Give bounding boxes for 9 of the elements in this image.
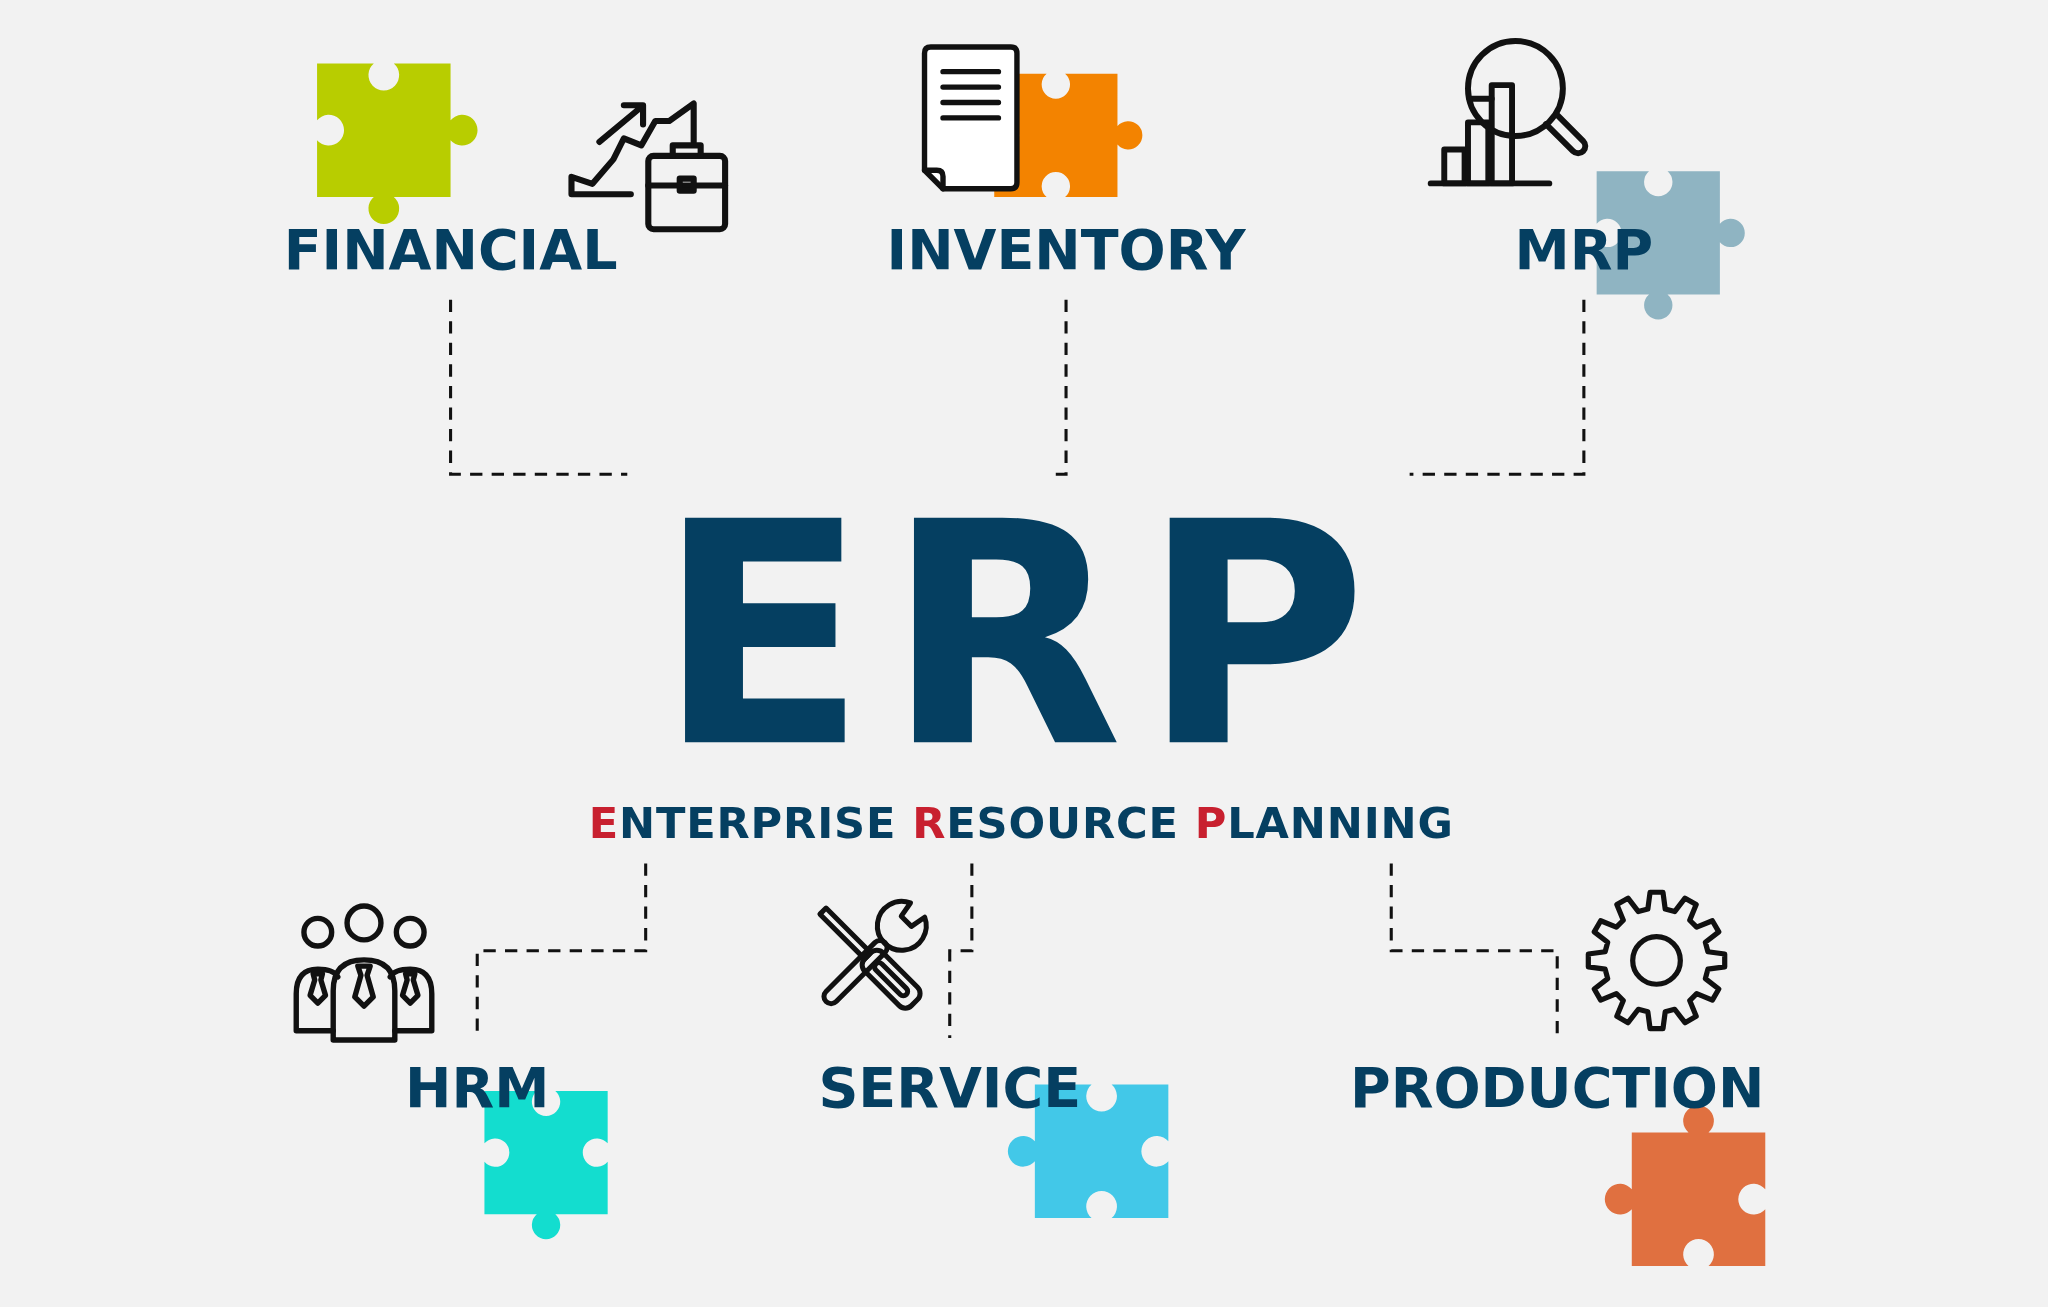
module-label: PRODUCTION	[1350, 1055, 1765, 1121]
module-label: INVENTORY	[886, 217, 1246, 283]
dashed-line	[449, 299, 628, 476]
dashed-line	[1409, 299, 1586, 476]
module-label: FINANCIAL	[283, 217, 618, 283]
dashed-line	[948, 863, 974, 1040]
module-label: SERVICE	[818, 1055, 1082, 1121]
module-label: HRM	[405, 1055, 550, 1121]
module-label: MRP	[1514, 217, 1654, 283]
